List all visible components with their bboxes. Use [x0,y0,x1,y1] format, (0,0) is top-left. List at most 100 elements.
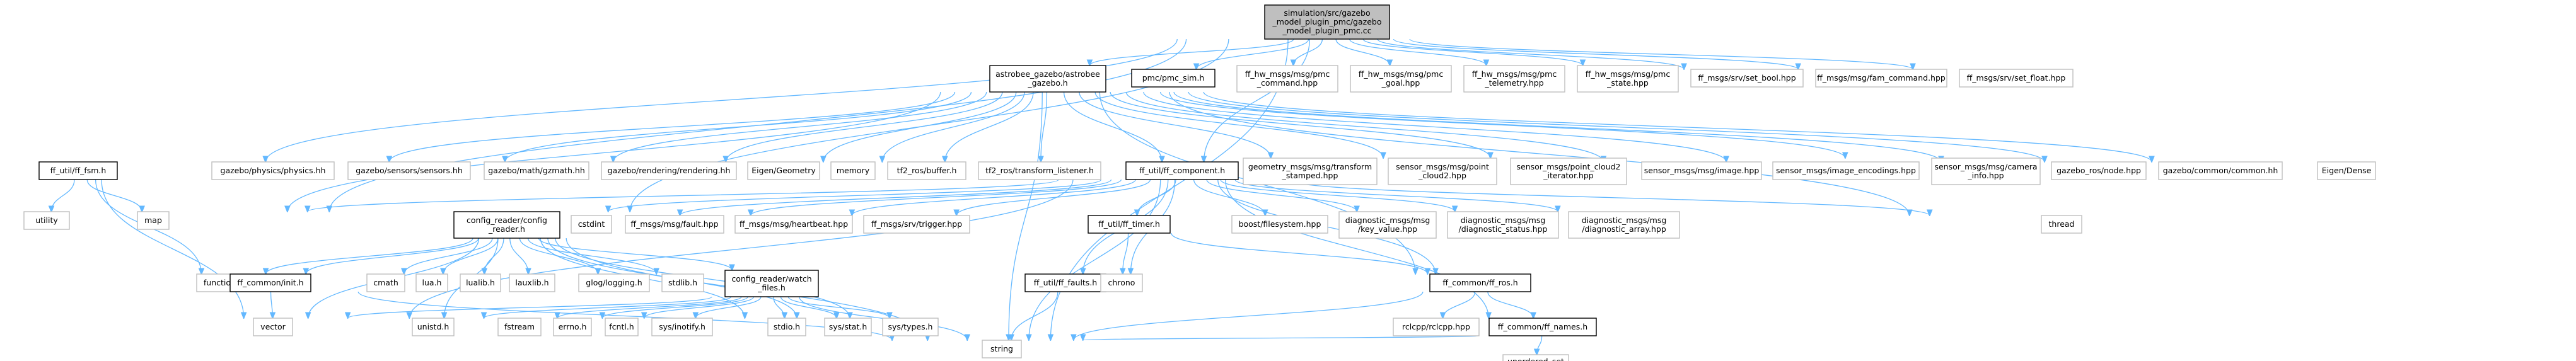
node-pmc-sim[interactable]: pmc/pmc_sim.h [1131,69,1215,88]
node-set-bool: ff_msgs/srv/set_bool.hpp [1690,69,1804,88]
node-fault-hpp: ff_msgs/msg/fault.hpp [625,215,724,234]
node-label: ff_common/init.h [237,278,303,287]
edge-astrobee-to-tf2_buffer [945,91,1034,162]
node-root[interactable]: simulation/src/gazebo_model_plugin_pmc/g… [1264,4,1390,40]
node-pc2-iterator: sensor_msgs/point_cloud2_iterator.hpp [1510,158,1627,185]
node-label: errno.h [559,322,587,331]
node-astrobee[interactable]: astrobee_gazebo/astrobee_gazebo.h [989,65,1106,93]
node-box [1100,273,1143,292]
node-box [2317,161,2376,180]
edge-ff_util_fsm-to-map [86,179,142,212]
edge-ff_util_fsm-to-vector [101,179,244,318]
node-label: lua.h [422,278,442,287]
node-ff-names[interactable]: ff_common/ff_names.h [1488,318,1597,336]
node-string: string [982,340,1022,358]
node-config-reader[interactable]: config_reader/config_reader.h [453,211,560,239]
node-box [2051,161,2147,180]
node-label: map [144,215,162,225]
node-box [601,161,737,180]
node-label: sys/types.h [888,322,933,331]
node-pmc-command: ff_hw_msgs/msg/pmc_command.hpp [1236,65,1338,93]
node-box [747,161,820,180]
edge-ff_ros-to-string [1074,291,1424,340]
node-ff-init[interactable]: ff_common/init.h [229,273,311,292]
node-box [1236,65,1338,93]
node-box [23,211,70,230]
node-ff-faults[interactable]: ff_util/ff_faults.h [1024,273,1106,292]
node-ff-timer[interactable]: ff_util/ff_timer.h [1088,215,1171,234]
node-box [734,215,853,234]
node-label: gazebo/sensors/sensors.hh [356,166,463,175]
node-box [863,215,970,234]
node-label: sensor_msgs/image_encodings.hpp [1776,166,1916,175]
node-cmath: cmath [366,273,405,292]
node-box [887,161,966,180]
node-box [2158,161,2283,180]
node-label: chrono [1108,278,1135,287]
node-sys-stat: sys/stat.h [824,318,872,336]
edge-root-to-set_float [1409,38,1913,69]
node-box [661,273,704,292]
edge-astrobee-to-eigen_geometry [823,91,1017,162]
node-box [882,318,939,336]
node-label: pmc/pmc_sim.h [1142,73,1205,83]
node-watch-files[interactable]: config_reader/watch_files.h [724,270,819,297]
node-label: glog/logging.h [586,278,642,287]
node-box [553,318,592,336]
node-label: ff_util/ff_timer.h [1098,219,1160,229]
node-layer: simulation/src/gazebo_model_plugin_pmc/g… [23,4,2376,361]
node-box [253,318,293,336]
edge-astrobee-to-gz_rendering [726,91,1003,162]
node-label: /diagnostic_status.hpp [1459,224,1548,234]
node-label: diagnostic_msgs/msg [1582,215,1667,225]
node-label: _info.hpp [1967,171,2004,180]
node-ff-component[interactable]: ff_util/ff_component.h [1125,161,1239,180]
node-box [38,161,118,180]
node-label: ff_common/ff_names.h [1498,322,1587,331]
node-eigen-geometry: Eigen/Geometry [747,161,820,180]
node-label: ff_msgs/msg/heartbeat.hpp [740,219,848,229]
node-gz-common: gazebo/common/common.hh [2158,161,2283,180]
edge-ff_timer-to-ff_ros [1171,232,1428,274]
node-label: gazebo/physics/physics.hh [221,166,326,175]
node-memory: memory [830,161,876,180]
edge-astrobee-to-tf2_listener [1041,91,1048,162]
edge-root-to-pmc_state [1362,38,1582,66]
edge-ff_names-to-unordered_set [1537,335,1543,355]
edge-watch_files-to-unistd [484,296,732,318]
node-tf2-listener: tf2_ros/transform_listener.h [978,161,1101,180]
node-fam-command: ff_msgs/msg/fam_command.hpp [1815,69,1947,88]
node-label: simulation/src/gazebo [1284,8,1370,18]
edge-watch_files-to-fstream [557,296,742,318]
node-ff-ros[interactable]: ff_common/ff_ros.h [1429,273,1531,292]
node-label: gazebo/math/gzmath.hh [488,166,585,175]
edge-astrobee-to-memory [882,91,1025,162]
node-label: geometry_msgs/msg/transform [1248,162,1372,171]
node-box [1447,211,1559,239]
node-label: /diagnostic_array.hpp [1582,224,1666,234]
node-label: thread [2049,219,2075,229]
edge-watch_files-to-sys_stat [780,296,837,318]
edge-ff_component-to-map [308,179,1059,212]
node-label: /key_value.hpp [1358,224,1417,234]
node-box [989,65,1106,93]
node-box [415,273,448,292]
node-box [497,318,542,336]
edge-ff_component-to-vector [409,179,1074,318]
node-ff-util-fsm[interactable]: ff_util/ff_fsm.h [38,161,118,180]
node-box [982,340,1022,358]
edge-ff_component-to-fault_hpp [751,179,1122,215]
node-label: astrobee_gazebo/astrobee [995,69,1100,79]
edge-ff_component-to-thread [1287,179,1929,215]
node-label: ff_msgs/srv/set_bool.hpp [1698,73,1796,83]
node-label: ff_common/ff_ros.h [1442,278,1517,287]
edge-config_reader-to-glog [519,238,598,274]
node-label: ff_util/ff_component.h [1139,166,1225,175]
node-label: _goal.hpp [1381,78,1420,88]
node-heartbeat: ff_msgs/msg/heartbeat.hpp [734,215,853,234]
node-box [1510,158,1627,185]
node-trigger: ff_msgs/srv/trigger.hpp [863,215,970,234]
node-box [1502,354,1569,361]
node-label: tf2_ros/transform_listener.h [985,166,1094,175]
node-fcntl: fcntl.h [605,318,639,336]
